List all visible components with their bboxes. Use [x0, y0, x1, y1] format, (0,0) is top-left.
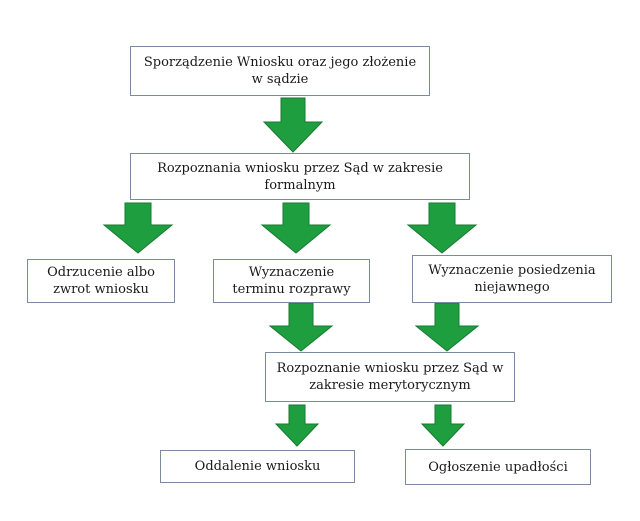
node-n2: Rozpoznania wniosku przez Sąd w zakresie…	[130, 153, 470, 200]
arrow-n1-n2	[262, 97, 324, 153]
node-n8: Ogłoszenie upadłości	[405, 449, 591, 485]
node-n3-label: Odrzucenie albo zwrot wniosku	[47, 265, 155, 297]
node-n1-label: Sporządzenie Wniosku oraz jego złożenie …	[143, 55, 417, 87]
node-n6: Rozpoznanie wniosku przez Sąd w zakresie…	[265, 352, 515, 402]
arrow-n2-n5	[406, 202, 478, 254]
node-n4: Wyznaczenie terminu rozprawy	[213, 259, 370, 303]
arrow-n6-n8	[420, 404, 466, 447]
arrow-n2-n3	[102, 202, 174, 254]
node-n4-label: Wyznaczenie terminu rozprawy	[232, 265, 351, 297]
node-n7-label: Oddalenie wniosku	[194, 459, 321, 474]
node-n5-label: Wyznaczenie posiedzenia niejawnego	[428, 263, 596, 295]
node-n5: Wyznaczenie posiedzenia niejawnego	[412, 255, 612, 303]
arrow-n5-n6	[414, 302, 480, 352]
node-n6-label: Rozpoznanie wniosku przez Sąd w zakresie…	[276, 361, 504, 393]
node-n7: Oddalenie wniosku	[160, 450, 355, 483]
node-n3: Odrzucenie albo zwrot wniosku	[27, 259, 175, 303]
node-n8-label: Ogłoszenie upadłości	[428, 459, 568, 475]
arrow-n6-n7	[274, 404, 320, 447]
arrow-n4-n6	[268, 302, 334, 352]
arrow-n2-n4	[260, 202, 332, 254]
node-n2-label: Rozpoznania wniosku przez Sąd w zakresie…	[157, 160, 443, 193]
node-n1: Sporządzenie Wniosku oraz jego złożenie …	[130, 46, 430, 96]
